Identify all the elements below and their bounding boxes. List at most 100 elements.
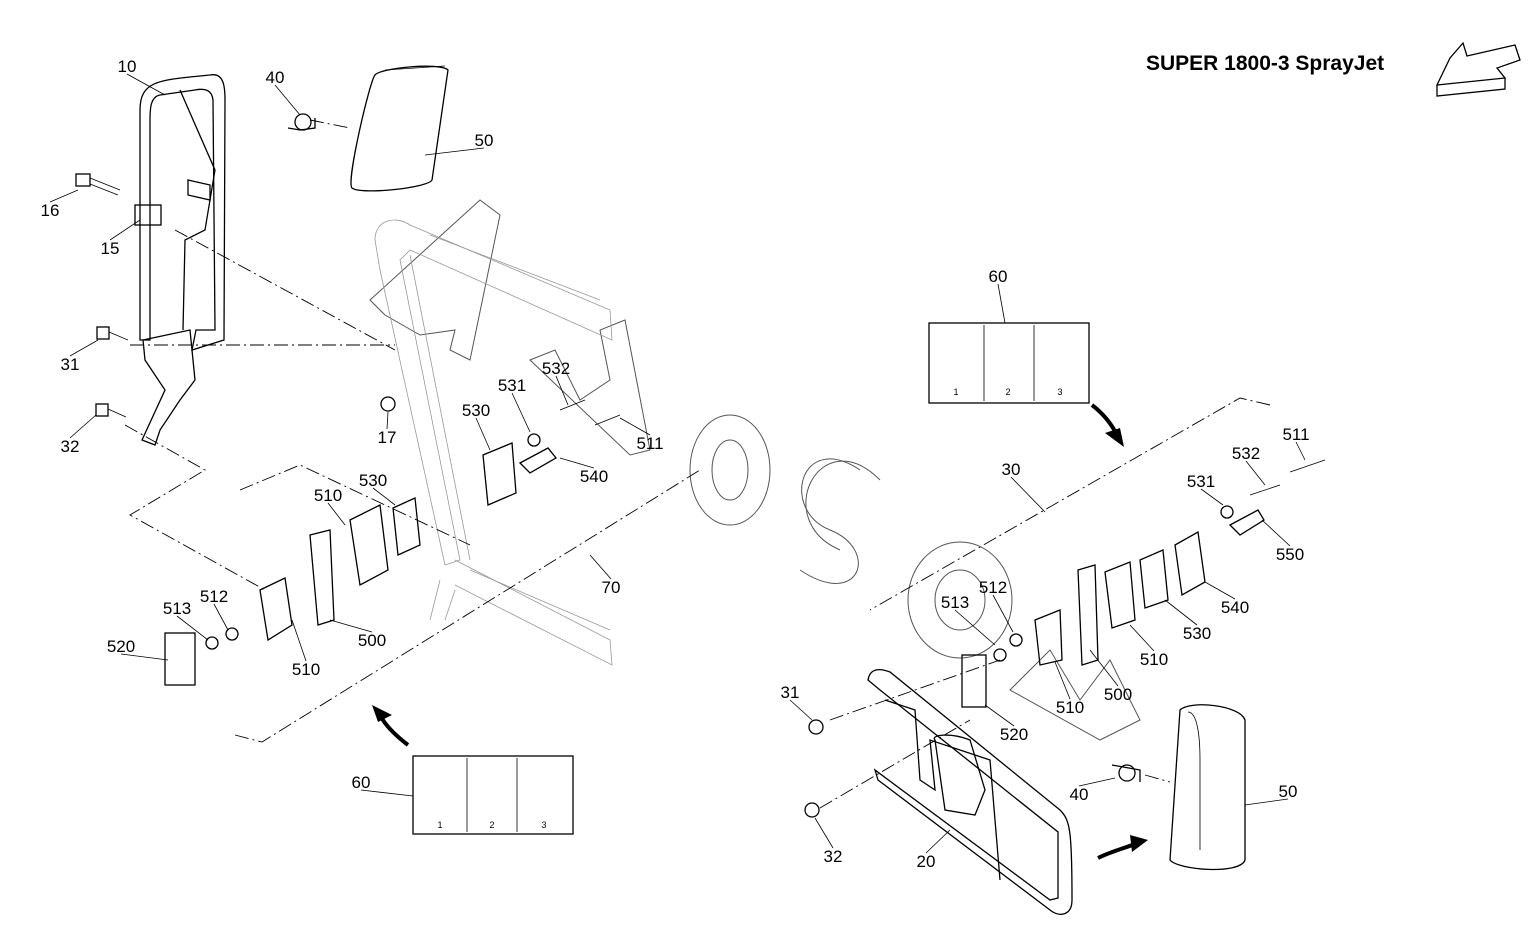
part-callout-531: 531 <box>498 376 526 395</box>
leader-line <box>925 829 951 854</box>
part-callout-532: 532 <box>542 359 570 378</box>
leader-line <box>329 619 373 633</box>
leader-line <box>109 219 141 241</box>
part-callout-540: 540 <box>580 467 608 486</box>
instruction-sticker-60-right: 1 2 3 <box>928 322 1090 404</box>
part-callout-513: 513 <box>163 599 191 618</box>
bolt-31 <box>96 326 129 341</box>
mirror-50-right <box>1169 704 1246 871</box>
leader-line <box>360 789 414 797</box>
part-callout-530: 530 <box>1183 624 1211 643</box>
part-callout-511: 511 <box>1282 425 1309 444</box>
part-callout-510: 510 <box>314 486 342 505</box>
cab-frame <box>374 219 613 666</box>
part-callout-531: 531 <box>1187 472 1215 491</box>
curved-arrow-icon <box>372 403 1148 860</box>
sticker-step-3: 3 <box>1057 387 1062 397</box>
part-callout-513: 513 <box>941 593 969 612</box>
part-callout-16: 16 <box>41 201 60 220</box>
part-callout-15: 15 <box>101 239 120 258</box>
leader-line <box>176 615 209 641</box>
leader-line <box>984 704 1015 727</box>
leader-line <box>1010 476 1046 513</box>
part-callout-500: 500 <box>358 631 386 650</box>
diagram-title: SUPER 1800-3 SprayJet <box>1146 52 1385 75</box>
leader-line <box>424 147 485 156</box>
leader-line <box>291 619 307 662</box>
mirror-bracket-40-right <box>1111 764 1141 782</box>
part-callout-520: 520 <box>107 637 135 656</box>
sticker-step-2: 2 <box>1005 387 1010 397</box>
hinge-assembly-left <box>164 399 621 686</box>
part-callout-31: 31 <box>61 355 80 374</box>
part-callout-20: 20 <box>917 852 936 871</box>
leader-line <box>475 417 491 451</box>
hinge-assembly-right <box>961 459 1326 708</box>
leader-line <box>1204 581 1236 600</box>
part-callout-50: 50 <box>475 131 494 150</box>
leader-line <box>126 73 166 96</box>
part-callout-50: 50 <box>1279 782 1298 801</box>
leader-line <box>213 603 229 631</box>
part-callout-500: 500 <box>1104 685 1132 704</box>
part-callout-550: 550 <box>1276 545 1304 564</box>
part-callout-510: 510 <box>1140 650 1168 669</box>
bolt-16 <box>75 173 121 196</box>
bolt-32-right <box>804 802 820 818</box>
sticker-step-1: 1 <box>953 387 958 397</box>
part-callout-511: 511 <box>636 434 663 453</box>
part-callout-532: 532 <box>1232 444 1260 463</box>
assembly-lines <box>124 119 1271 809</box>
sticker-step-1: 1 <box>437 820 442 830</box>
leader-line <box>372 487 396 506</box>
instruction-sticker-60-left: 1 2 3 <box>412 755 574 835</box>
leader-line <box>327 502 346 526</box>
part-callout-40: 40 <box>266 68 285 87</box>
watermark <box>369 199 1141 741</box>
part-callout-40: 40 <box>1070 785 1089 804</box>
leader-line <box>992 594 1014 633</box>
leader-line <box>1054 661 1071 700</box>
mirror-arm-left <box>134 74 226 446</box>
part-callout-512: 512 <box>979 578 1007 597</box>
part-callout-17: 17 <box>378 428 397 447</box>
part-callout-520: 520 <box>1000 725 1028 744</box>
leader-line <box>1078 777 1116 787</box>
leader-line <box>997 283 1006 324</box>
part-callout-10: 10 <box>118 57 137 76</box>
leader-line <box>559 457 595 469</box>
part-callout-70: 70 <box>602 578 621 597</box>
leader-line <box>69 339 99 357</box>
leader-line <box>69 414 97 439</box>
part-callout-30: 30 <box>1002 460 1021 479</box>
leader-line <box>386 411 389 430</box>
part-callout-512: 512 <box>200 587 228 606</box>
direction-arrow-icon <box>1435 41 1521 97</box>
part-callout-510: 510 <box>292 660 320 679</box>
leader-line <box>619 417 651 436</box>
leader-line <box>274 84 301 116</box>
leader-line <box>120 653 169 661</box>
leader-line <box>49 189 79 203</box>
mirror-50-left <box>350 65 449 192</box>
bolt-31-right <box>808 719 824 735</box>
bolt-32 <box>95 403 127 418</box>
sticker-step-2: 2 <box>489 820 494 830</box>
part-callout-530: 530 <box>359 471 387 490</box>
leader-line <box>1261 519 1291 547</box>
leader-line <box>1129 624 1155 652</box>
leader-line <box>511 392 531 433</box>
part-callout-32: 32 <box>61 437 80 456</box>
mirror-bracket-40-left <box>287 113 316 131</box>
mirror-arm-right <box>867 668 1073 915</box>
leader-line <box>814 817 834 849</box>
leader-line <box>589 554 612 580</box>
leader-line <box>1164 599 1198 626</box>
leader-line <box>1200 488 1224 506</box>
sticker-step-3: 3 <box>541 820 546 830</box>
leader-line <box>1295 441 1306 461</box>
leader-line <box>789 699 813 721</box>
part-callout-31: 31 <box>781 683 800 702</box>
part-callout-530: 530 <box>462 401 490 420</box>
